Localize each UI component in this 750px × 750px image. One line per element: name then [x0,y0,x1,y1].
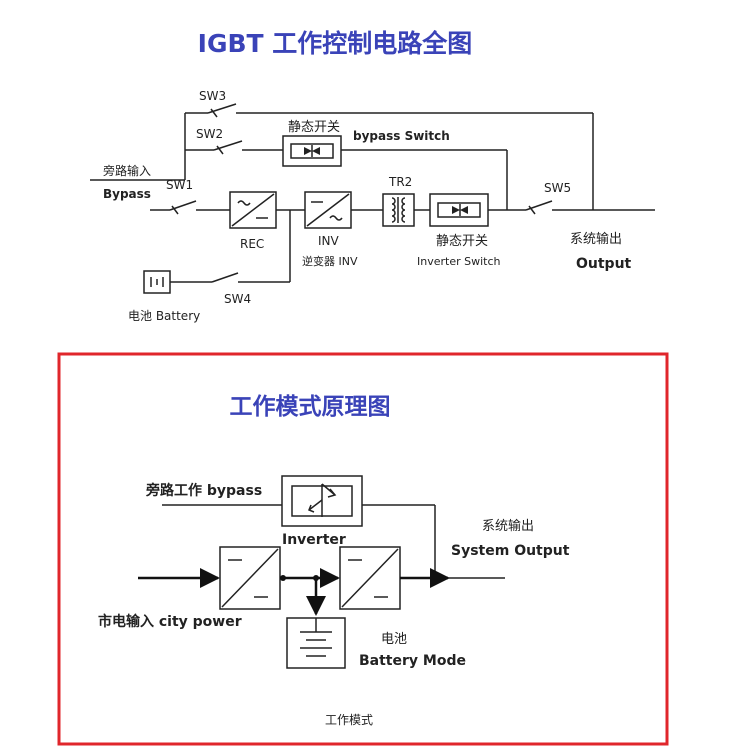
bypass-switch-label: bypass Switch [353,129,450,143]
sw1-branch [150,200,230,215]
sw1-label: SW1 [166,178,193,192]
battery-block [143,270,171,294]
sw5-branch [488,200,655,215]
rec-label: REC [240,237,264,251]
battery-mode-block [286,617,346,669]
system-output-cn: 系统输出 [482,518,534,534]
sw4-label: SW4 [224,292,251,306]
battery-cn-label: 电池 [381,632,407,647]
inverter-switch-block [281,475,363,527]
output-en-label: Output [576,256,632,272]
diagram2-title: 工作模式原理图 [230,394,391,420]
battery-label: 电池 Battery [128,309,200,323]
sw3-label: SW3 [199,89,226,103]
tr2-transformer [382,193,415,227]
system-output-cn-label: 系统输出 [570,231,622,247]
sw3-branch [184,103,594,210]
battery-mode-label: Battery Mode [359,653,466,669]
inv-block [304,191,352,229]
sw5-label: SW5 [544,181,571,195]
bypass-work-label: 旁路工作 bypass [145,482,262,499]
system-output-en: System Output [451,543,570,559]
bypass-input-cn: 旁路输入 [103,163,151,178]
rec-block [229,191,277,229]
static-switch-bottom-label: 静态开关 [436,234,488,249]
inv-cn-label: 逆变器 INV [302,254,358,268]
inverter-label: Inverter [282,532,346,548]
inverter-switch-label: Inverter Switch [417,255,501,268]
rectifier-block [219,546,281,610]
mode-caption: 工作模式 [325,713,373,727]
inv-label: INV [318,234,340,248]
bypass-static-switch [282,135,342,167]
tr2-label: TR2 [388,175,412,189]
inverter-block [339,546,401,610]
sw4-branch [170,272,290,283]
diagram1-title: IGBT 工作控制电路全图 [198,29,473,58]
inverter-static-switch [429,193,489,227]
city-power-label: 市电输入 city power [98,613,242,630]
sw2-branch [185,140,508,210]
sw2-label: SW2 [196,127,223,141]
working-mode-frame [57,352,669,746]
static-switch-top-label: 静态开关 [288,120,340,135]
node-left [280,575,286,581]
bypass-input-en: Bypass [103,187,151,201]
